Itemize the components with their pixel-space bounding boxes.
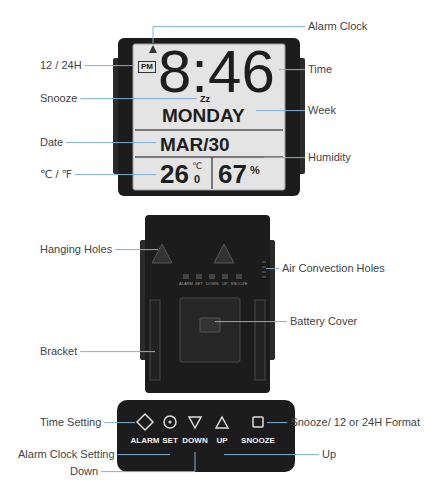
button-panel	[117, 400, 295, 472]
callout-label: Time Setting	[40, 416, 101, 429]
button-slot	[196, 274, 202, 279]
callout-label: Air Convection Holes	[282, 262, 385, 275]
lcd-indicator: PM	[138, 61, 156, 73]
lcd-humidity: 67	[218, 159, 247, 190]
air-hole	[262, 277, 266, 278]
hanging-hole	[214, 244, 234, 263]
set-button	[164, 416, 176, 428]
snooze-button	[253, 417, 263, 427]
callout-label: Snooze/ 12 or 24H Format	[290, 416, 420, 429]
button-label: DOWN	[182, 436, 207, 446]
callout-label: ℃ / ℉	[40, 168, 72, 181]
lcd-unit: %	[250, 164, 260, 177]
alarm-icon	[149, 45, 157, 53]
battery-cover	[180, 298, 240, 362]
lcd-divider	[135, 129, 283, 131]
leader-line	[104, 422, 135, 423]
leader-line	[264, 157, 305, 158]
hanging-hole	[152, 244, 172, 263]
leader-line	[279, 69, 305, 70]
leader-line	[215, 321, 287, 322]
back-print: ALARM	[179, 282, 193, 287]
callout-label: Date	[40, 136, 63, 149]
lcd-weekday: MONDAY	[162, 105, 245, 128]
back-print: UP	[222, 282, 228, 287]
lcd-date: MAR/30	[160, 134, 230, 157]
callout-label: Alarm Clock Setting	[18, 448, 115, 461]
leader-line	[80, 351, 155, 352]
leader-line	[118, 454, 170, 455]
snooze-icon: Zz	[200, 94, 210, 105]
button-slot	[222, 274, 228, 279]
callout-label: Hanging Holes	[40, 243, 112, 256]
leader-line	[267, 422, 287, 423]
air-hole	[262, 267, 266, 268]
callout-label: Alarm Clock	[308, 20, 367, 33]
bracket	[150, 300, 160, 380]
button-slot	[209, 274, 215, 279]
leader-line	[224, 454, 319, 455]
set-button-dot	[169, 421, 172, 424]
callout-label: Down	[70, 465, 98, 478]
back-print: SNOOZE	[231, 282, 248, 287]
back-print: SET	[195, 282, 203, 287]
button-label: SNOOZE	[241, 436, 275, 446]
callout-label: Time	[308, 63, 332, 76]
back-housing	[145, 215, 270, 393]
button-label: ALARM	[131, 436, 160, 446]
callout-label: Week	[308, 104, 336, 117]
leader-line	[66, 142, 156, 143]
lcd-temperature: 26	[160, 159, 189, 190]
clock-housing	[118, 38, 300, 196]
lcd-divider	[211, 157, 213, 189]
leader-line	[256, 110, 305, 111]
callout-label: Snooze	[40, 92, 77, 105]
up-button	[216, 417, 228, 428]
battery-latch	[200, 318, 220, 332]
button-slot	[183, 274, 189, 279]
callout-label: Bracket	[40, 345, 77, 358]
lcd-unit: ℃	[192, 161, 202, 172]
button-label: SET	[162, 436, 178, 446]
air-hole	[262, 262, 266, 263]
leader-line	[85, 65, 134, 66]
bracket	[255, 300, 265, 380]
callout-label: Up	[322, 448, 336, 461]
air-hole	[262, 272, 266, 273]
button-slot	[236, 274, 242, 279]
leader-line	[101, 452, 195, 472]
leader-line	[266, 268, 279, 269]
callout-label: Battery Cover	[290, 315, 357, 328]
leader-line	[153, 27, 305, 43]
callout-label: Humidity	[308, 151, 351, 164]
down-button	[189, 417, 201, 428]
back-print: DOWN	[206, 282, 219, 287]
callout-label: 12 / 24H	[40, 59, 82, 72]
button-label: UP	[216, 436, 227, 446]
alarm-button	[137, 414, 153, 430]
lcd-divider	[135, 156, 283, 158]
leader-line	[115, 249, 158, 250]
leader-line	[75, 174, 156, 175]
lcd-time: 8:46	[158, 42, 275, 102]
lcd-decimal: 0	[194, 173, 200, 186]
